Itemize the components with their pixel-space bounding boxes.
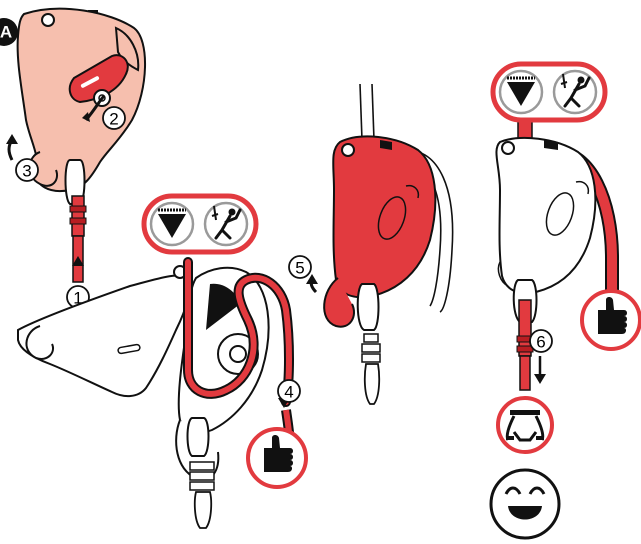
svg-text:5: 5 (295, 259, 304, 278)
device-closed-red (324, 84, 452, 404)
panel-label: A (0, 18, 18, 46)
svg-text:A: A (0, 23, 12, 42)
svg-text:2: 2 (109, 110, 118, 129)
svg-text:3: 3 (22, 162, 31, 181)
device-open-rope (18, 262, 290, 528)
thumb-up-icon (248, 429, 306, 487)
step-5-label: 5 (289, 256, 311, 278)
step-3-label: 3 (16, 159, 38, 181)
harness-icon (498, 398, 552, 452)
step-6-label: 6 (530, 330, 552, 352)
svg-text:4: 4 (284, 383, 293, 402)
device-closed-ready (496, 110, 612, 390)
thumb-up-icon (582, 291, 640, 349)
icon-box-step-6 (493, 64, 605, 120)
svg-text:6: 6 (536, 333, 545, 352)
step-4-label: 4 (278, 380, 300, 402)
smiley-icon (491, 470, 559, 538)
device-opening (18, 9, 145, 282)
icon-box-step-4 (144, 196, 256, 252)
step-2-label: 2 (103, 107, 125, 129)
